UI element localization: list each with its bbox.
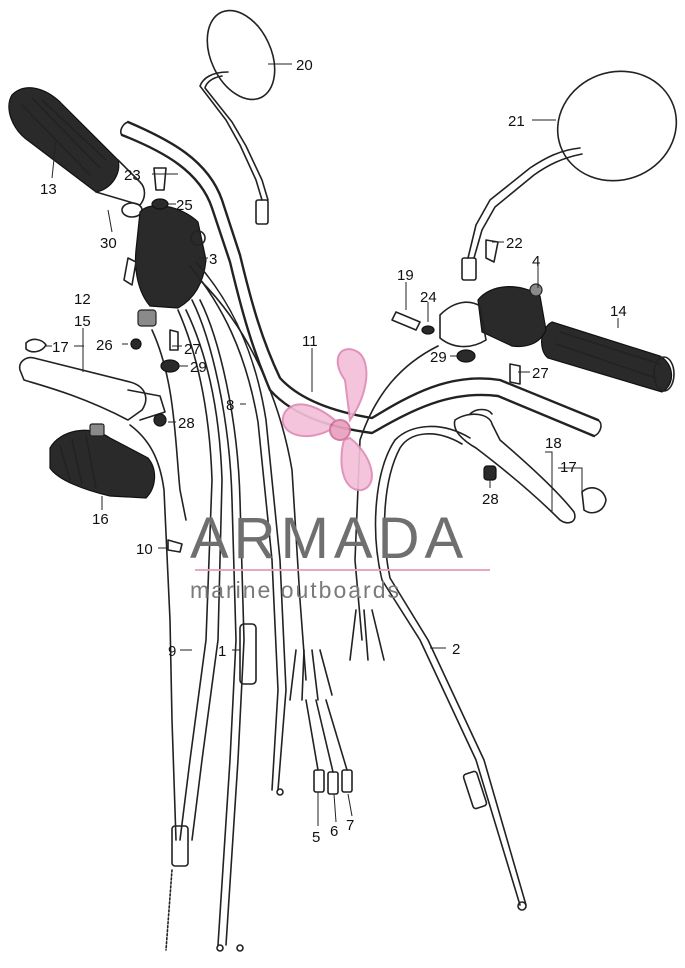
callout-8: 8 xyxy=(226,397,234,414)
callout-16: 16 xyxy=(92,511,109,528)
master-cylinder xyxy=(49,423,156,499)
callout-18: 18 xyxy=(545,435,562,452)
callout-1: 1 xyxy=(218,643,226,660)
callout-12: 12 xyxy=(74,291,91,308)
clutch-lever xyxy=(18,338,166,421)
switch-housing-right xyxy=(439,283,547,348)
callout-29-left: 29 xyxy=(190,359,207,376)
callout-23: 23 xyxy=(124,167,141,184)
callout-17-left: 17 xyxy=(52,339,69,356)
callout-11: 11 xyxy=(302,333,318,350)
watermark-tagline: marine outboards xyxy=(190,577,401,603)
mirror-left xyxy=(199,9,276,225)
callout-6: 6 xyxy=(330,823,338,840)
callout-21: 21 xyxy=(508,113,525,130)
callout-10: 10 xyxy=(136,541,153,558)
callout-28-right: 28 xyxy=(482,491,499,508)
leader-lines xyxy=(46,63,619,826)
callout-15: 15 xyxy=(74,313,91,330)
callout-26: 26 xyxy=(96,337,113,354)
callout-30: 30 xyxy=(100,235,117,252)
callouts: 20 21 13 30 23 25 3 4 22 19 24 14 11 12 … xyxy=(40,57,627,846)
callout-19: 19 xyxy=(397,267,414,284)
cable-ends xyxy=(165,609,527,952)
callout-24: 24 xyxy=(420,289,437,306)
callout-20: 20 xyxy=(296,57,313,74)
callout-17-right: 17 xyxy=(560,459,577,476)
watermark-brand: ARMADA xyxy=(190,506,468,571)
brake-lever xyxy=(453,408,607,524)
callout-2: 2 xyxy=(452,641,460,658)
callout-13: 13 xyxy=(40,181,57,198)
callout-5: 5 xyxy=(312,829,320,846)
callout-4: 4 xyxy=(532,253,540,270)
switch-housing-left xyxy=(123,205,207,327)
grip-left xyxy=(8,87,146,218)
callout-27-right: 27 xyxy=(532,365,549,382)
callout-7: 7 xyxy=(346,817,354,834)
callout-3: 3 xyxy=(209,251,217,268)
callout-22: 22 xyxy=(506,235,523,252)
callout-28-left: 28 xyxy=(178,415,195,432)
mirror-right xyxy=(461,70,678,281)
watermark-logo xyxy=(195,348,490,571)
callout-9: 9 xyxy=(168,643,176,660)
callout-29-right: 29 xyxy=(430,349,447,366)
callout-14: 14 xyxy=(610,303,627,320)
callout-25: 25 xyxy=(176,197,193,214)
grip-right xyxy=(541,321,675,393)
callout-27-left: 27 xyxy=(184,341,201,358)
